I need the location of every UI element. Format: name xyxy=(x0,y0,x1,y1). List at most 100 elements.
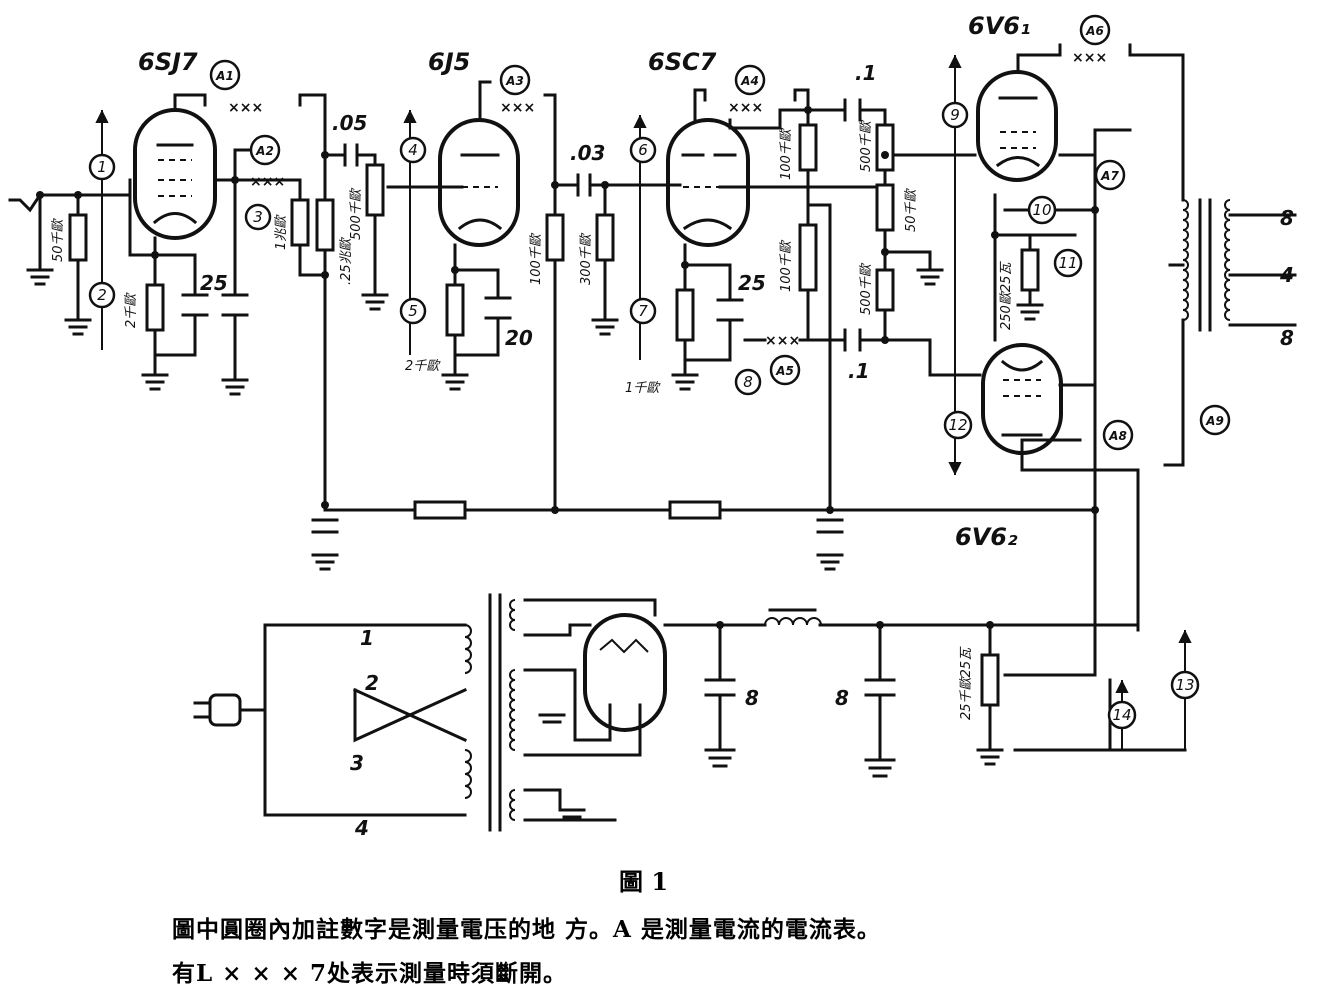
voltage-point-9: 9 xyxy=(941,101,969,129)
svg-text:×××: ××× xyxy=(500,100,535,116)
svg-text:300千歐: 300千歐 xyxy=(579,232,594,285)
svg-text:11: 11 xyxy=(1058,254,1077,272)
svg-text:8: 8 xyxy=(743,373,753,391)
svg-text:25: 25 xyxy=(200,271,228,295)
voltage-point-2: 2 xyxy=(88,281,116,309)
svg-text:500千歐: 500千歐 xyxy=(859,262,874,315)
svg-text:1: 1 xyxy=(360,626,374,650)
figure-caption: 圖 1 圖中圓圈內加註數字是測量電压的地 方。A 是測量電流的電流表。 有L ×… xyxy=(0,862,1317,987)
voltage-point-1: 1 xyxy=(88,153,116,181)
svg-text:5: 5 xyxy=(408,302,418,320)
svg-text:A9: A9 xyxy=(1205,414,1224,428)
svg-text:100千歐: 100千歐 xyxy=(529,232,544,285)
svg-text:×××: ××× xyxy=(1072,50,1107,66)
meter-a8: A8 xyxy=(1102,419,1134,451)
svg-text:8: 8 xyxy=(1280,206,1294,230)
svg-text:4: 4 xyxy=(1279,263,1294,287)
svg-text:12: 12 xyxy=(948,416,967,434)
svg-text:2千歐: 2千歐 xyxy=(405,359,441,374)
tube-6sc7 xyxy=(666,118,750,247)
svg-text:6: 6 xyxy=(638,141,648,159)
tube-6sj7 xyxy=(133,108,217,240)
junction-dots xyxy=(36,106,1099,629)
svg-text:A1: A1 xyxy=(215,69,234,83)
svg-text:7: 7 xyxy=(638,302,648,320)
wiring-stage3 xyxy=(683,88,982,512)
capacitors xyxy=(181,98,896,697)
amplifier-schematic: 6SJ7 6J5 6SC7 6V6₁ 6V6₂ xyxy=(8,12,1297,840)
svg-text:13: 13 xyxy=(1175,676,1194,694)
svg-text:.05: .05 xyxy=(332,111,367,135)
filter-choke xyxy=(764,608,822,626)
svg-text:1: 1 xyxy=(97,158,107,176)
svg-text:20: 20 xyxy=(505,326,533,350)
voltage-point-12: 12 xyxy=(943,410,973,440)
voltage-point-5: 5 xyxy=(399,297,427,325)
svg-text:8: 8 xyxy=(1280,326,1294,350)
tube-label-6sc7: 6SC7 xyxy=(648,48,717,76)
svg-text:A2: A2 xyxy=(255,144,274,158)
svg-text:500千歐: 500千歐 xyxy=(349,187,364,240)
caption-line-2: 有L × × × 7处表示測量時須斷開。 xyxy=(172,960,568,987)
svg-text:.03: .03 xyxy=(570,141,605,165)
svg-text:100千歐: 100千歐 xyxy=(779,127,794,180)
svg-text:A3: A3 xyxy=(505,74,524,88)
power-plug xyxy=(193,693,242,727)
svg-text:.1: .1 xyxy=(855,61,877,85)
svg-text:500千歐: 500千歐 xyxy=(859,119,874,172)
svg-text:A7: A7 xyxy=(1100,169,1119,183)
svg-text:×××: ××× xyxy=(250,174,285,190)
svg-text:3: 3 xyxy=(350,751,364,775)
figure-title: 圖 1 xyxy=(618,867,669,896)
voltage-point-4: 4 xyxy=(399,136,427,164)
tube-label-6v6-1: 6V6₁ xyxy=(968,12,1030,40)
svg-text:14: 14 xyxy=(1112,706,1131,724)
caption-line-1: 圖中圓圈內加註數字是測量電压的地 方。A 是測量電流的電流表。 xyxy=(172,916,881,943)
voltage-point-13: 13 xyxy=(1170,670,1200,700)
svg-text:A5: A5 xyxy=(775,364,794,378)
tube-6v6-1 xyxy=(976,70,1058,182)
meter-a1: A1 xyxy=(209,59,241,91)
svg-text:100千歐: 100千歐 xyxy=(779,239,794,292)
svg-text:25: 25 xyxy=(738,271,766,295)
svg-text:2千歐: 2千歐 xyxy=(124,292,139,328)
svg-text:50千歐: 50千歐 xyxy=(904,187,919,232)
output-transformer xyxy=(1182,198,1231,332)
meter-a6: A6 xyxy=(1079,14,1111,46)
voltage-point-7: 7 xyxy=(629,297,657,325)
voltage-point-14: 14 xyxy=(1107,700,1137,730)
voltage-point-3: 3 xyxy=(244,203,272,231)
svg-text:9: 9 xyxy=(950,106,960,124)
tube-6v6-2 xyxy=(981,343,1063,455)
svg-text:1千歐: 1千歐 xyxy=(625,381,661,396)
voltage-point-10: 10 xyxy=(1027,195,1057,225)
svg-text:A4: A4 xyxy=(740,74,759,88)
tube-rectifier xyxy=(583,613,667,732)
tube-label-6j5: 6J5 xyxy=(428,48,470,76)
svg-text:4: 4 xyxy=(354,816,369,840)
svg-text:3: 3 xyxy=(253,208,263,226)
meter-a7: A7 xyxy=(1094,159,1126,191)
power-transformer xyxy=(464,599,516,821)
svg-text:×××: ××× xyxy=(228,100,263,116)
svg-text:8: 8 xyxy=(745,686,759,710)
ground-symbols xyxy=(26,268,1044,819)
voltage-point-11: 11 xyxy=(1053,248,1083,278)
voltage-point-8: 8 xyxy=(734,368,762,396)
svg-text:.25兆歐: .25兆歐 xyxy=(339,236,354,285)
svg-text:1兆歐: 1兆歐 xyxy=(274,214,289,250)
svg-text:10: 10 xyxy=(1032,201,1051,219)
svg-text:2: 2 xyxy=(97,286,107,304)
svg-text:250歐25瓦: 250歐25瓦 xyxy=(999,261,1014,330)
svg-text:A8: A8 xyxy=(1108,429,1127,443)
meter-a3: A3 xyxy=(499,64,531,96)
svg-text:.1: .1 xyxy=(848,359,870,383)
resistors xyxy=(68,123,1040,707)
component-labels: .05 .03 .1 .1 25 25 20 8 8 8 4 8 1 2 3 4… xyxy=(51,61,1294,840)
meter-a5: A5 xyxy=(769,354,801,386)
meter-a2: A2 xyxy=(249,134,281,166)
wiring-stage1 xyxy=(8,80,682,512)
svg-text:×××: ××× xyxy=(765,333,800,349)
meter-a4: A4 xyxy=(734,64,766,96)
meter-a9: A9 xyxy=(1199,404,1231,436)
